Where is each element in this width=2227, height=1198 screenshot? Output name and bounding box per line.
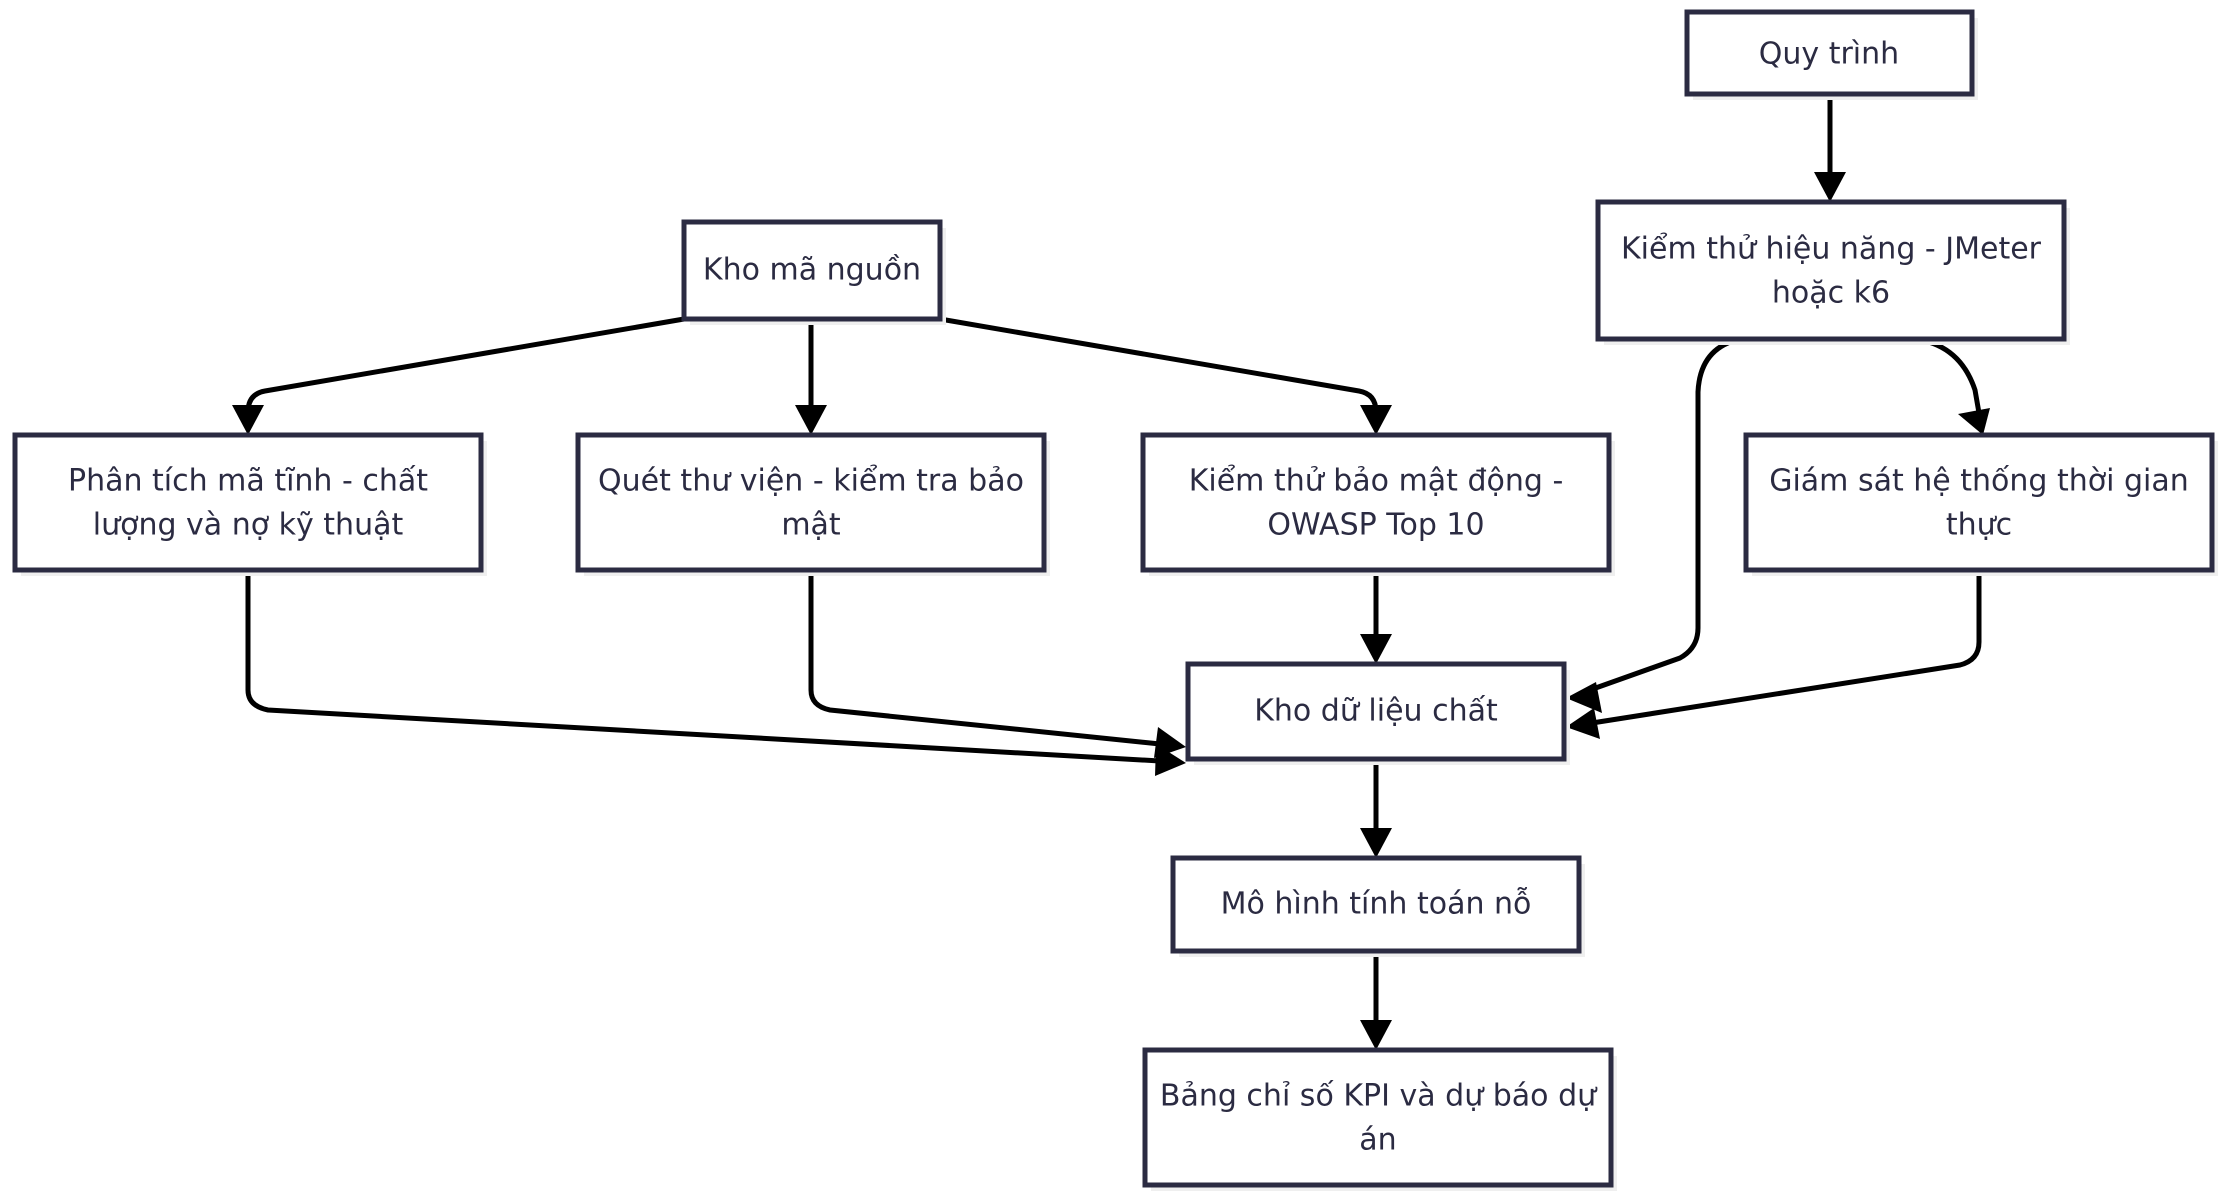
edge-kho-ma-nguon-to-quet-thu-vien: [795, 319, 827, 435]
node-label-kiem-thu-bao-mat-dong-line1: Kiểm thử bảo mật động -: [1189, 463, 1564, 499]
edge-giam-sat-he-thong-to-kho-du-lieu-chat: [1566, 570, 1982, 739]
edge-kho-ma-nguon-to-kiem-thu-bao-mat-dong: [939, 316, 1392, 435]
node-label-quet-thu-vien-line1: Quét thư viện - kiểm tra bảo: [598, 463, 1024, 499]
node-label-kiem-thu-bao-mat-dong-line2: OWASP Top 10: [1267, 508, 1484, 543]
node-label-phan-tich-ma-tinh-line1: Phân tích mã tĩnh - chất: [68, 464, 428, 499]
node-label-kho-ma-nguon: Kho mã nguồn: [703, 253, 921, 288]
node-mo-hinh-tinh-toan[interactable]: Mô hình tính toán nỗ: [1170, 855, 1585, 957]
edge-mo-hinh-tinh-toan-to-bang-chi-so-kpi: [1360, 951, 1392, 1050]
node-giam-sat-he-thong[interactable]: Giám sát hệ thống thời gian thực: [1743, 432, 2218, 576]
nodes-layer: Quy trình Kiểm thử hiệu năng - JMeter ho…: [12, 9, 2218, 1191]
node-kho-du-lieu-chat[interactable]: Kho dữ liệu chất: [1185, 661, 1570, 765]
node-label-bang-chi-so-kpi-line1: Bảng chỉ số KPI và dự báo dự: [1160, 1079, 1598, 1114]
node-label-kiem-thu-hieu-nang-line2: hoặc k6: [1772, 276, 1890, 311]
node-label-bang-chi-so-kpi-line2: án: [1359, 1123, 1396, 1158]
node-kho-ma-nguon[interactable]: Kho mã nguồn: [681, 219, 946, 325]
node-label-kho-du-lieu-chat: Kho dữ liệu chất: [1254, 694, 1498, 729]
node-bang-chi-so-kpi[interactable]: Bảng chỉ số KPI và dự báo dự án: [1142, 1047, 1617, 1191]
edge-kho-du-lieu-chat-to-mo-hinh-tinh-toan: [1360, 759, 1392, 858]
edge-quet-thu-vien-to-kho-du-lieu-chat: [808, 570, 1186, 758]
node-quy-trinh[interactable]: Quy trình: [1684, 9, 1978, 100]
node-kiem-thu-bao-mat-dong[interactable]: Kiểm thử bảo mật động - OWASP Top 10: [1140, 432, 1615, 576]
node-label-kiem-thu-hieu-nang-line1: Kiểm thử hiệu năng - JMeter: [1621, 231, 2042, 267]
node-label-quet-thu-vien-line2: mật: [781, 508, 841, 543]
node-quet-thu-vien[interactable]: Quét thư viện - kiểm tra bảo mật: [575, 432, 1050, 576]
node-phan-tich-ma-tinh[interactable]: Phân tích mã tĩnh - chất lượng và nợ kỹ …: [12, 432, 487, 576]
node-label-giam-sat-he-thong-line2: thực: [1946, 508, 2012, 543]
node-label-giam-sat-he-thong-line1: Giám sát hệ thống thời gian: [1769, 464, 2189, 499]
edge-kiem-thu-hieu-nang-to-giam-sat-he-thong: [1914, 336, 1990, 435]
edge-kiem-thu-hieu-nang-to-kho-du-lieu-chat: [1566, 336, 1741, 713]
node-label-mo-hinh-tinh-toan: Mô hình tính toán nỗ: [1221, 887, 1532, 922]
edges-layer: [232, 94, 1990, 1050]
edge-kiem-thu-bao-mat-dong-to-kho-du-lieu-chat: [1360, 570, 1392, 664]
edge-kho-ma-nguon-to-phan-tich-ma-tinh: [232, 316, 685, 435]
edge-phan-tich-ma-tinh-to-kho-du-lieu-chat: [245, 570, 1186, 776]
node-label-phan-tich-ma-tinh-line2: lượng và nợ kỹ thuật: [93, 508, 404, 543]
node-kiem-thu-hieu-nang[interactable]: Kiểm thử hiệu năng - JMeter hoặc k6: [1595, 199, 2070, 345]
node-label-quy-trinh: Quy trình: [1759, 37, 1899, 72]
edge-quy-trinh-to-kiem-thu-hieu-nang: [1814, 94, 1846, 202]
